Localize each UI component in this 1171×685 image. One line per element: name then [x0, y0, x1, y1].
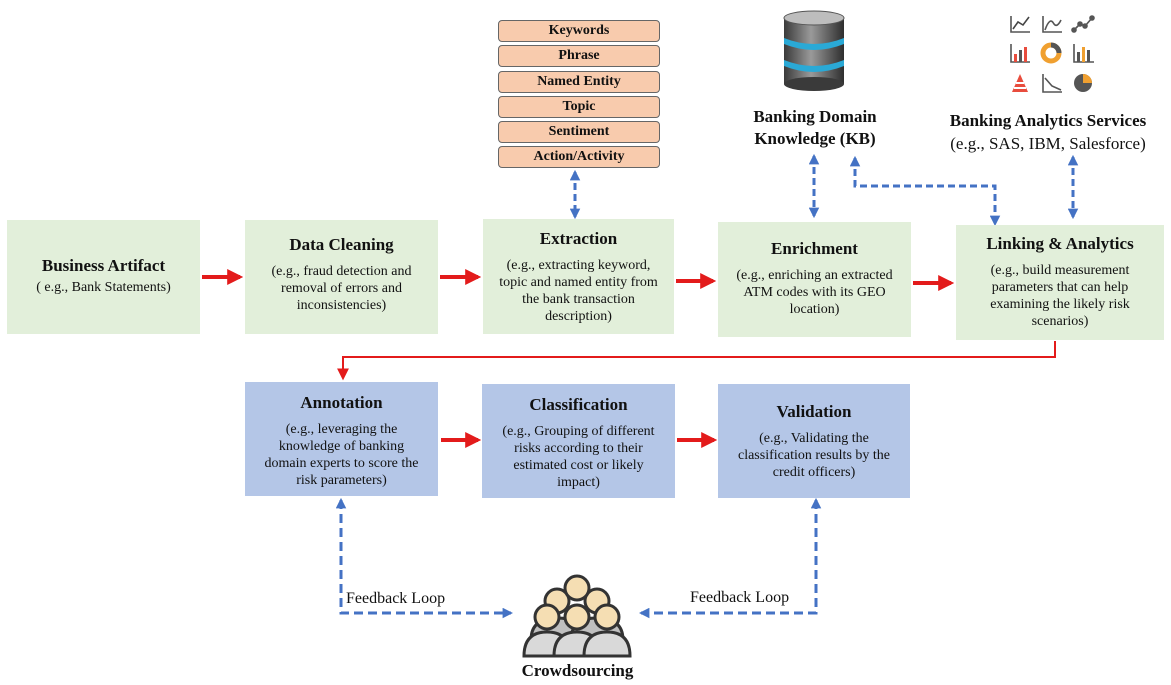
annotation-title: Annotation — [300, 393, 383, 412]
tag-phrase: Phrase — [498, 45, 660, 67]
linking-analytics-box: Linking & Analytics (e.g., build measure… — [956, 225, 1164, 340]
kb-label-line2: Knowledge (KB) — [754, 129, 876, 148]
column-chart-icon — [1073, 44, 1094, 63]
analytics-label: Banking Analytics Services (e.g., SAS, I… — [930, 110, 1166, 156]
tag-sentiment: Sentiment — [498, 121, 660, 143]
extraction-desc: (e.g., extracting keyword, topic and nam… — [499, 258, 658, 324]
crowdsourcing-label: Crowdsourcing — [521, 661, 634, 680]
classification-box: Classification (e.g., Grouping of differ… — [482, 384, 675, 498]
flow-arrow-wrap — [337, 341, 1056, 381]
analytics-title: Banking Analytics Services — [949, 111, 1147, 130]
crowd-icon — [522, 574, 632, 658]
kb-analytics-link — [849, 155, 1001, 227]
analytics-icon-grid — [1010, 15, 1095, 93]
bar-chart-icon — [1010, 44, 1030, 63]
tag-topic: Topic — [498, 96, 660, 118]
feedback-loop-left — [335, 497, 514, 619]
data-cleaning-desc: (e.g., fraud detection and removal of er… — [271, 264, 412, 313]
analytics-subtitle: (e.g., SAS, IBM, Salesforce) — [950, 134, 1146, 153]
feedback-loop-right — [638, 497, 822, 619]
pie-chart-icon — [1074, 74, 1092, 92]
area-chart-icon — [1042, 16, 1062, 33]
validation-title: Validation — [776, 402, 852, 421]
enrichment-desc: (e.g., enriching an extracted ATM codes … — [736, 268, 893, 317]
extraction-box: Extraction (e.g., extracting keyword, to… — [483, 219, 674, 334]
line-chart-icon — [1010, 16, 1030, 33]
enrichment-box: Enrichment (e.g., enriching an extracted… — [718, 222, 911, 337]
business-artifact-desc: ( e.g., Bank Statements) — [36, 280, 171, 295]
data-cleaning-title: Data Cleaning — [289, 235, 394, 254]
tag-keywords: Keywords — [498, 20, 660, 42]
feedback-loop-left-label: Feedback Loop — [346, 590, 446, 607]
tag-named-entity: Named Entity — [498, 71, 660, 93]
pyramid-chart-icon — [1012, 74, 1028, 92]
data-cleaning-box: Data Cleaning (e.g., fraud detection and… — [245, 220, 438, 334]
business-artifact-title: Business Artifact — [41, 256, 166, 275]
kb-label-line1: Banking Domain — [753, 107, 877, 126]
linking-analytics-title: Linking & Analytics — [986, 234, 1134, 253]
classification-title: Classification — [529, 395, 628, 414]
extraction-title: Extraction — [539, 229, 618, 248]
classification-desc: (e.g., Grouping of different risks accor… — [502, 424, 655, 490]
kb-label: Banking Domain Knowledge (KB) — [730, 106, 900, 150]
validation-desc: (e.g., Validating the classification res… — [737, 431, 891, 480]
tag-action-activity: Action/Activity — [498, 146, 660, 168]
database-icon — [783, 10, 845, 91]
enrichment-title: Enrichment — [771, 239, 858, 258]
validation-box: Validation (e.g., Validating the classif… — [718, 384, 910, 498]
down-trend-chart-icon — [1042, 74, 1062, 93]
feedback-loop-right-label: Feedback Loop — [690, 589, 790, 606]
donut-chart-icon — [1040, 42, 1062, 64]
business-artifact-box: Business Artifact ( e.g., Bank Statement… — [7, 220, 200, 334]
annotation-desc: (e.g., leveraging the knowledge of banki… — [264, 422, 419, 488]
linking-analytics-desc: (e.g., build measurement parameters that… — [990, 263, 1130, 329]
annotation-box: Annotation (e.g., leveraging the knowled… — [245, 382, 438, 496]
scatter-chart-icon — [1071, 15, 1095, 33]
